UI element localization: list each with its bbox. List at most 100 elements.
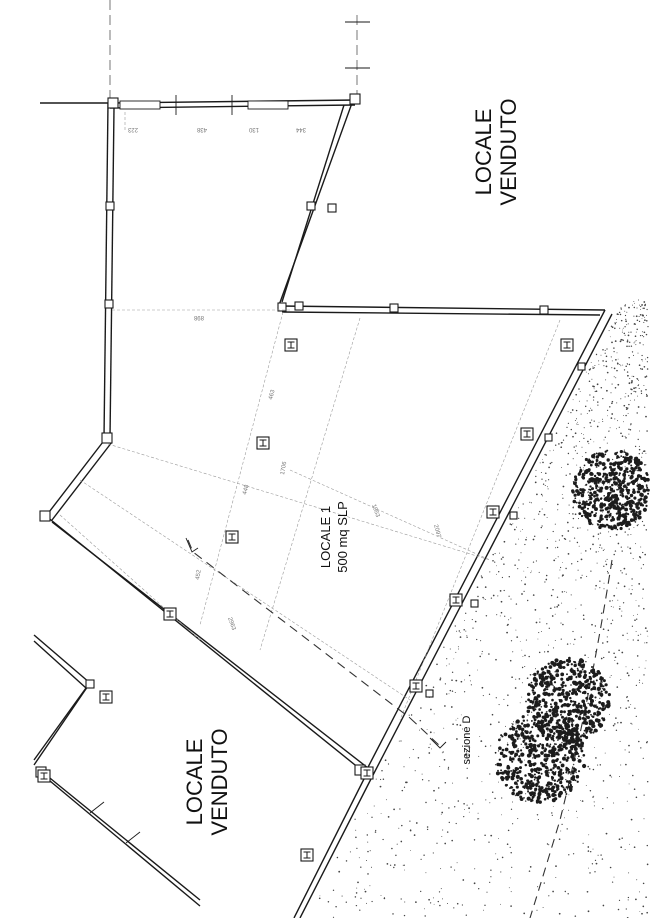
stipple-dot	[643, 336, 645, 338]
tree-foliage-dot	[568, 656, 571, 660]
stipple-dot	[641, 318, 643, 319]
stipple-dot	[417, 757, 420, 759]
tree-foliage-dot	[619, 467, 622, 470]
tree-foliage-dot	[642, 488, 647, 493]
tree-foliage-dot	[551, 798, 556, 803]
tree-foliage-dot	[639, 493, 644, 497]
tree-foliage-dot	[583, 690, 587, 695]
tree-foliage-dot	[528, 739, 532, 743]
tree-foliage-dot	[629, 504, 633, 508]
tree-foliage-dot	[504, 747, 509, 752]
stipple-dot	[511, 676, 513, 679]
stipple-dot	[606, 797, 608, 799]
stipple-dot	[609, 676, 611, 678]
stipple-dot	[628, 783, 630, 785]
tree-foliage-dot	[638, 461, 643, 466]
tree-foliage-dot	[568, 690, 572, 693]
tree-foliage-dot	[616, 522, 621, 527]
stipple-dot	[609, 406, 611, 408]
stipple-dot	[593, 367, 595, 369]
tree-foliage-dot	[588, 478, 592, 481]
stipple-dot	[434, 799, 437, 801]
stipple-dot	[444, 683, 446, 685]
stipple-dot	[483, 909, 485, 911]
stipple-dot	[465, 612, 467, 614]
stipple-dot	[498, 781, 499, 783]
tree-foliage-dot	[533, 672, 537, 677]
stipple-dot	[450, 866, 452, 868]
stipple-dot	[577, 423, 579, 426]
stipple-dot	[645, 452, 647, 454]
tree-foliage-dot	[609, 485, 612, 489]
tree-foliage-dot	[588, 696, 593, 701]
stipple-dot	[572, 517, 575, 520]
tree-foliage-dot	[597, 464, 600, 467]
tree-foliage-dot	[556, 758, 559, 761]
tree-foliage-dot	[530, 734, 534, 739]
tree-foliage-dot	[593, 494, 596, 498]
stipple-dot	[624, 435, 626, 437]
hydrant-marker-icon	[284, 338, 298, 352]
stipple-dot	[646, 308, 648, 311]
stipple-dot	[625, 393, 627, 395]
tree-foliage-dot	[573, 660, 575, 663]
tree-foliage-dot	[536, 670, 540, 673]
stipple-dot	[464, 619, 465, 621]
stipple-dot	[609, 336, 611, 338]
stipple-dot	[638, 380, 640, 382]
tree-foliage-dot	[498, 738, 501, 742]
stipple-dot	[639, 342, 641, 344]
tree-foliage-dot	[621, 492, 624, 495]
tree-foliage-dot	[521, 715, 525, 719]
tree-foliage-dot	[520, 752, 525, 757]
tree-foliage-dot	[591, 681, 593, 684]
stipple-dot	[544, 581, 546, 583]
tree-foliage-dot	[512, 770, 516, 775]
axis-lines	[40, 0, 370, 104]
stipple-dot	[580, 413, 582, 415]
stipple-dot	[599, 544, 601, 546]
stipple-dot	[625, 414, 627, 417]
stipple-dot	[643, 307, 645, 310]
stipple-dot	[599, 697, 601, 700]
stipple-dot	[618, 311, 621, 314]
stipple-dot	[606, 389, 608, 392]
stipple-dot	[644, 303, 647, 306]
tree-foliage-dot	[591, 670, 596, 675]
stipple-dot	[612, 619, 614, 621]
tree-foliage-dot	[541, 671, 546, 675]
stipple-dot	[613, 553, 615, 556]
stipple-dot	[471, 619, 473, 621]
stipple-dot	[611, 776, 613, 778]
tree-foliage-dot	[543, 753, 548, 758]
stipple-dot	[631, 578, 633, 580]
tree-foliage-dot	[638, 515, 642, 520]
tree-foliage-dot	[630, 470, 635, 474]
stipple-dot	[646, 368, 649, 370]
tree-foliage-dot	[575, 739, 580, 743]
tree-foliage-dot	[637, 486, 642, 491]
stipple-dot	[508, 576, 510, 578]
tree-foliage-dot	[498, 758, 501, 761]
tree-foliage-dot	[577, 733, 581, 736]
tree-foliage-dot	[563, 735, 566, 739]
stipple-dot	[429, 902, 432, 904]
stipple-dot	[554, 613, 556, 615]
stipple-dot	[356, 847, 358, 850]
stipple-dot	[476, 638, 478, 641]
tree-foliage-dot	[578, 501, 581, 505]
stipple-dot	[616, 369, 618, 372]
stipple-dot	[604, 436, 606, 438]
stipple-dot	[451, 839, 453, 842]
tree-foliage-dot	[555, 784, 560, 789]
stipple-dot	[546, 517, 548, 518]
stipple-dot	[620, 319, 623, 322]
stipple-dot	[381, 769, 383, 772]
stipple-dot	[555, 540, 557, 542]
tree-foliage-dot	[549, 680, 553, 684]
stipple-dot	[636, 879, 638, 881]
stipple-dot	[459, 724, 462, 727]
stipple-dot	[593, 420, 595, 422]
stipple-dot	[642, 551, 644, 554]
stipple-dot	[523, 590, 525, 593]
